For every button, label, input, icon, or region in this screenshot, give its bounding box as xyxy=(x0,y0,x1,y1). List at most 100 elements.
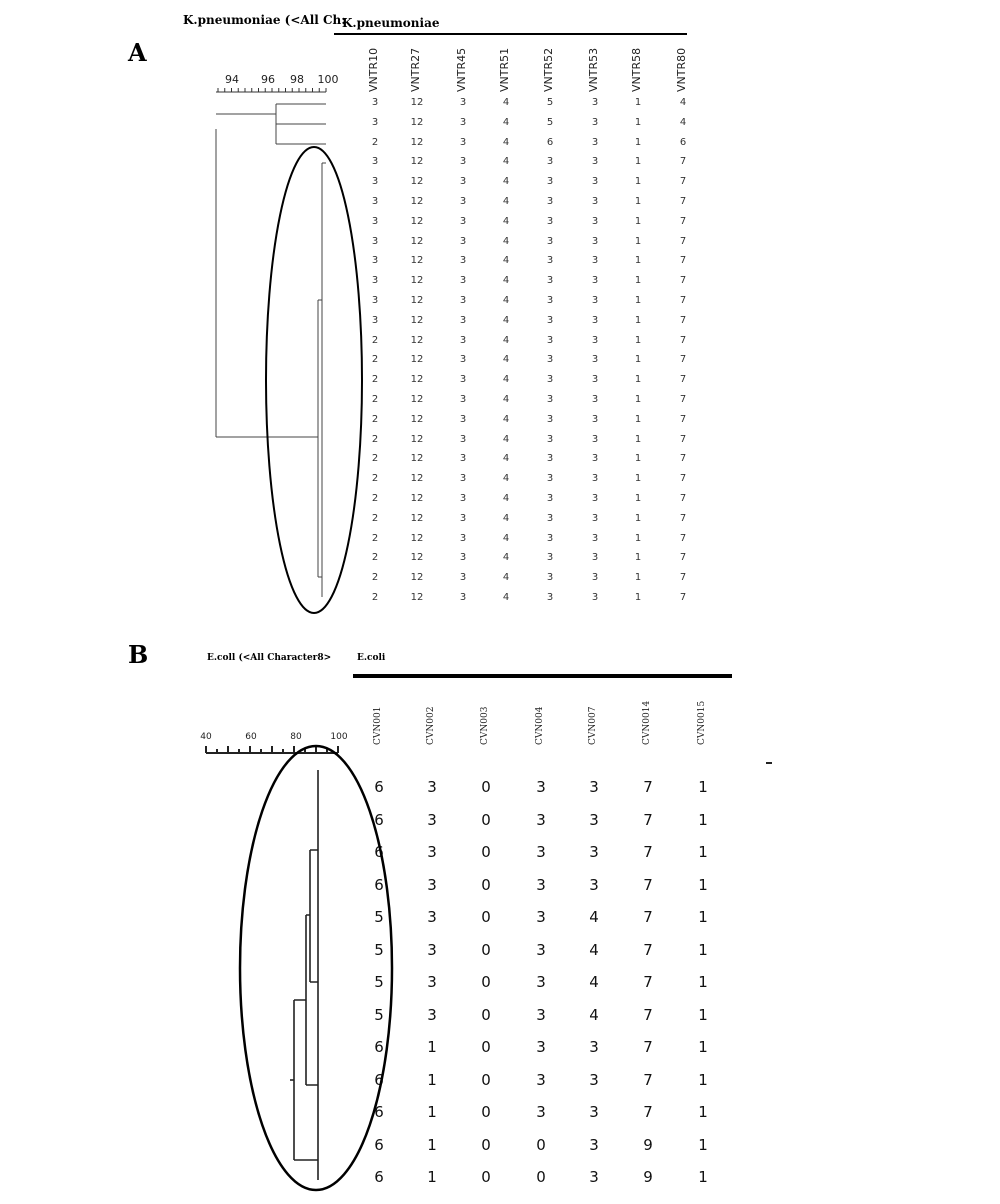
table-cell: 3 xyxy=(546,354,554,366)
table-cell: 3 xyxy=(459,592,467,603)
table-cell: 4 xyxy=(589,940,599,959)
table-cell: 3 xyxy=(459,493,467,504)
table-cell: 3 xyxy=(546,196,554,207)
table-cell: 0 xyxy=(481,810,491,829)
table-cell: 3 xyxy=(591,354,599,366)
table-cell: 3 xyxy=(591,196,599,207)
table-cell: 1 xyxy=(634,413,642,425)
table-cell: 12 xyxy=(410,97,424,108)
table-cell: 3 xyxy=(546,433,554,445)
table-cell: 3 xyxy=(536,1038,546,1056)
table-cell: 3 xyxy=(427,940,437,959)
table-cell: 4 xyxy=(502,136,510,148)
table-cell: 2 xyxy=(371,433,379,445)
table-cell: 1 xyxy=(634,532,642,544)
table-cell: 3 xyxy=(536,973,546,991)
table-cell: 1 xyxy=(427,1038,437,1056)
scale-tick-label: 100 xyxy=(317,73,339,86)
table-cell: 1 xyxy=(698,908,708,926)
table-cell: 7 xyxy=(679,493,687,504)
table-cell: 4 xyxy=(502,196,510,207)
table-cell: 3 xyxy=(591,255,599,267)
table-cell: 12 xyxy=(410,394,424,405)
table-cell: 3 xyxy=(591,176,599,188)
table-cell: 3 xyxy=(546,156,554,168)
table-cell: 3 xyxy=(591,592,599,603)
table-cell: 12 xyxy=(410,235,424,247)
table-cell: 3 xyxy=(591,116,599,128)
table-cell: 7 xyxy=(679,176,687,188)
table-cell: 12 xyxy=(410,413,424,425)
table-cell: 2 xyxy=(371,532,379,544)
table-cell: 7 xyxy=(679,592,687,603)
table-cell: 0 xyxy=(481,1168,491,1186)
table-cell: 12 xyxy=(410,592,424,603)
table-cell: 3 xyxy=(591,334,599,346)
table-cell: 12 xyxy=(410,196,424,207)
table-cell: 3 xyxy=(536,1103,546,1121)
table-cell: 7 xyxy=(679,334,687,346)
panel-a-dendrogram-tree xyxy=(215,103,326,597)
panel-a-scale-bar xyxy=(216,88,327,93)
table-cell: 1 xyxy=(634,295,642,306)
scale-tick-label: 100 xyxy=(330,732,348,742)
table-cell: 3 xyxy=(589,843,599,861)
table-cell: 0 xyxy=(481,1070,491,1089)
table-cell: 0 xyxy=(536,1135,546,1154)
table-cell: 3 xyxy=(589,1103,599,1121)
table-cell: 3 xyxy=(591,215,599,227)
table-cell: 1 xyxy=(634,116,642,128)
table-cell: 1 xyxy=(698,973,708,991)
table-cell: 3 xyxy=(591,374,599,386)
table-cell: 3 xyxy=(589,1070,599,1089)
table-cell: 1 xyxy=(634,334,642,346)
table-cell: 7 xyxy=(643,908,653,926)
table-cell: 3 xyxy=(591,493,599,504)
panel-a-letter: A xyxy=(128,38,147,67)
table-cell: 3 xyxy=(459,394,467,405)
table-cell: 2 xyxy=(371,136,379,148)
table-cell: 1 xyxy=(634,473,642,485)
table-cell: 0 xyxy=(481,875,491,894)
table-cell: 1 xyxy=(634,97,642,108)
scale-tick-label: 98 xyxy=(290,73,304,86)
table-cell: 12 xyxy=(410,572,424,584)
table-cell: 5 xyxy=(374,908,384,926)
table-cell: 7 xyxy=(679,314,687,326)
table-cell: 3 xyxy=(371,235,379,247)
table-cell: 2 xyxy=(371,592,379,603)
table-cell: 7 xyxy=(643,1038,653,1056)
table-cell: 4 xyxy=(502,354,510,366)
table-cell: 4 xyxy=(502,255,510,267)
table-cell: 3 xyxy=(459,314,467,326)
table-cell: 4 xyxy=(502,215,510,227)
table-cell: 3 xyxy=(546,295,554,306)
table-cell: 5 xyxy=(374,1005,384,1024)
table-cell: 1 xyxy=(634,156,642,168)
table-cell: 0 xyxy=(536,1168,546,1186)
table-cell: 3 xyxy=(589,875,599,894)
table-cell: 3 xyxy=(536,778,546,796)
table-cell: 3 xyxy=(546,334,554,346)
table-cell: 1 xyxy=(634,493,642,504)
panel-a-table-title: K.pneumoniae xyxy=(342,16,440,30)
table-cell: 4 xyxy=(502,552,510,564)
table-cell: 3 xyxy=(536,1005,546,1024)
table-cell: 3 xyxy=(546,473,554,485)
table-cell: 3 xyxy=(459,255,467,267)
table-cell: 1 xyxy=(634,196,642,207)
scale-tick-label: 94 xyxy=(225,73,239,86)
table-cell: 7 xyxy=(679,235,687,247)
table-cell: 7 xyxy=(679,275,687,287)
table-cell: 12 xyxy=(410,552,424,564)
table-cell: 3 xyxy=(427,875,437,894)
table-cell: 3 xyxy=(589,810,599,829)
table-cell: 3 xyxy=(371,255,379,267)
panel-a-dendrogram-title: K.pneumoniae (<All Ch: xyxy=(183,13,346,27)
table-cell: 3 xyxy=(459,196,467,207)
table-cell: 1 xyxy=(634,255,642,267)
table-cell: 5 xyxy=(546,116,554,128)
table-cell: 3 xyxy=(459,473,467,485)
table-cell: 7 xyxy=(679,572,687,584)
table-cell: 12 xyxy=(410,453,424,465)
